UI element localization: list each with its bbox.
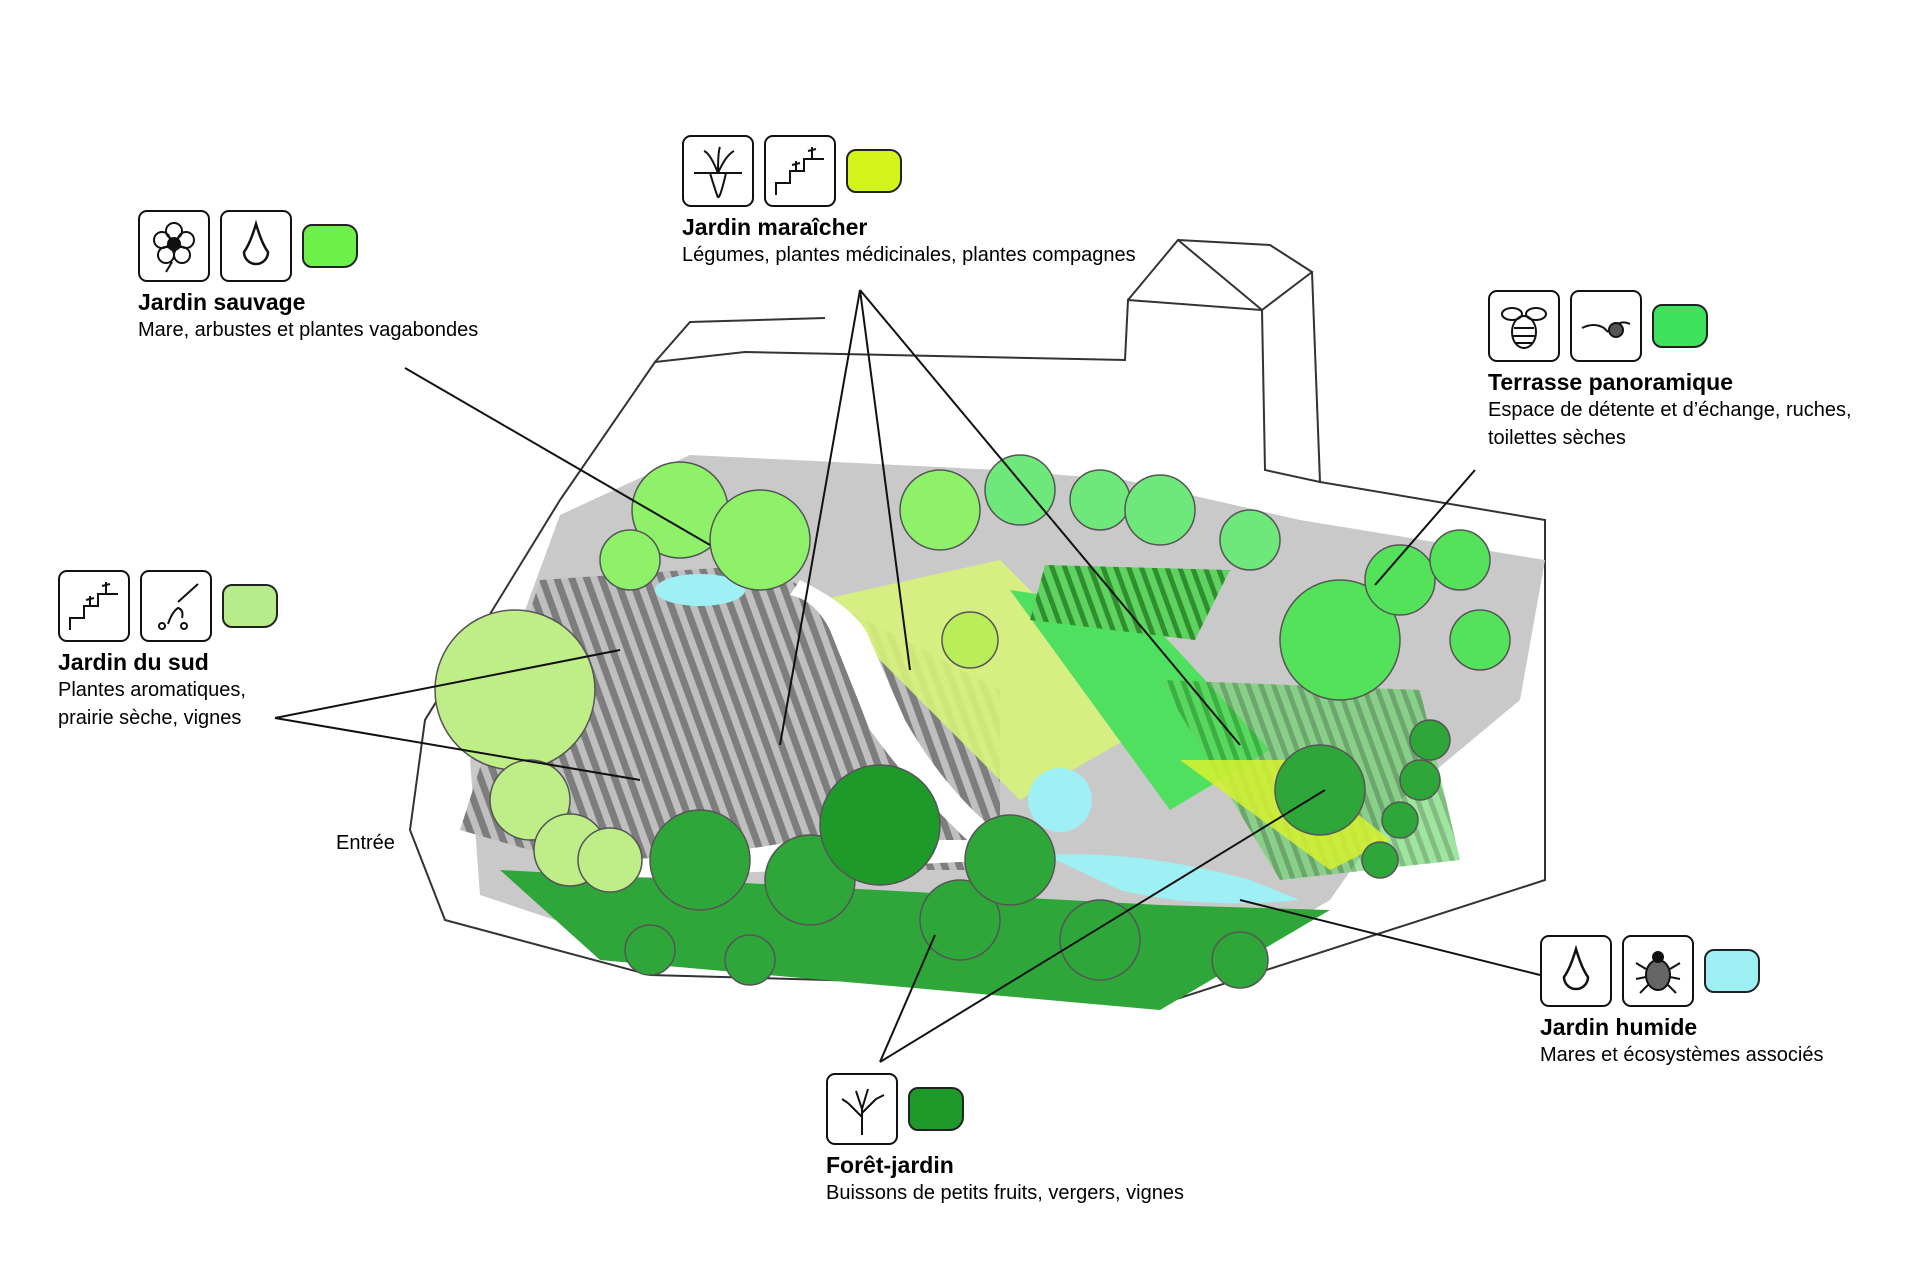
tree-canopy bbox=[964, 814, 1056, 906]
tree-icon bbox=[826, 1073, 898, 1145]
building-outline bbox=[408, 238, 1546, 1007]
zone-description: Légumes, plantes médicinales, plantes co… bbox=[682, 244, 1136, 266]
tree-canopy bbox=[724, 934, 776, 986]
vegetable-icon bbox=[682, 135, 754, 207]
zone-description: Mare, arbustes et plantes vagabondes bbox=[138, 319, 479, 341]
tree-canopy bbox=[919, 879, 1001, 961]
zone-description: toilettes sèches bbox=[1488, 427, 1626, 449]
tree-canopy bbox=[1279, 579, 1401, 701]
tree-canopy bbox=[1069, 469, 1131, 531]
tree-canopy bbox=[577, 827, 643, 893]
tree-canopies bbox=[434, 454, 1511, 989]
zone-jardin-maraicher: Jardin maraîcher Légumes, plantes médici… bbox=[682, 135, 1136, 269]
zone-color-swatch bbox=[908, 1087, 964, 1131]
zone-title: Jardin maraîcher bbox=[682, 214, 868, 240]
zone-color-swatch bbox=[222, 584, 278, 628]
tree-canopy bbox=[1124, 474, 1196, 546]
tree-canopy bbox=[1274, 744, 1366, 836]
tree-canopy bbox=[599, 529, 661, 591]
zone-title: Terrasse panoramique bbox=[1488, 369, 1734, 395]
zone-jardin-du-sud: Jardin du sud Plantes aromatiques, prair… bbox=[58, 570, 278, 732]
tree-canopy bbox=[1059, 899, 1141, 981]
water-drop-icon bbox=[220, 210, 292, 282]
zone-terrasse-panoramique: Terrasse panoramique Espace de détente e… bbox=[1488, 290, 1852, 452]
flower-icon bbox=[138, 210, 210, 282]
terrace-icon bbox=[764, 135, 836, 207]
zone-description: prairie sèche, vignes bbox=[58, 707, 242, 729]
beetle-icon bbox=[1622, 935, 1694, 1007]
tree-canopy bbox=[434, 609, 596, 771]
bee-icon bbox=[1488, 290, 1560, 362]
zone-jardin-humide: Jardin humide Mares et écosystèmes assoc… bbox=[1540, 935, 1823, 1069]
leader-lines bbox=[274, 289, 1541, 1063]
zone-title: Jardin du sud bbox=[58, 649, 209, 675]
zone-title: Jardin humide bbox=[1540, 1014, 1698, 1040]
zone-color-swatch bbox=[1652, 304, 1708, 348]
zone-title: Jardin sauvage bbox=[138, 289, 306, 315]
zone-color-swatch bbox=[1704, 949, 1760, 993]
zone-color-swatch bbox=[302, 224, 358, 268]
tree-canopy bbox=[649, 809, 751, 911]
terrace-icon bbox=[58, 570, 130, 642]
tree-canopy bbox=[984, 454, 1056, 526]
zone-jardin-sauvage: Jardin sauvage Mare, arbustes et plantes… bbox=[138, 210, 478, 344]
tree-canopy bbox=[1364, 544, 1436, 616]
tree-canopy bbox=[1449, 609, 1511, 671]
tree-canopy bbox=[709, 489, 811, 591]
zone-foret-jardin: Forêt-jardin Buissons de petits fruits, … bbox=[826, 1073, 1184, 1207]
tree-canopy bbox=[1211, 931, 1269, 989]
tree-canopy bbox=[1399, 759, 1441, 801]
tree-canopy bbox=[1381, 801, 1419, 839]
tree-canopy bbox=[1219, 509, 1281, 571]
water-drop-icon bbox=[1540, 935, 1612, 1007]
tree-canopy bbox=[1429, 529, 1491, 591]
tree-canopy bbox=[1409, 719, 1451, 761]
zone-color-swatch bbox=[846, 149, 902, 193]
tree-canopy bbox=[899, 469, 981, 551]
tree-canopy bbox=[941, 611, 999, 669]
entrance-label: Entrée bbox=[336, 832, 395, 854]
zone-description: Plantes aromatiques, bbox=[58, 679, 246, 701]
zone-description: Mares et écosystèmes associés bbox=[1540, 1044, 1824, 1066]
zone-title: Forêt-jardin bbox=[826, 1152, 954, 1178]
tree-canopy bbox=[624, 924, 676, 976]
tree-canopy bbox=[1361, 841, 1399, 879]
tree-canopy bbox=[819, 764, 941, 886]
zone-description: Espace de détente et d’échange, ruches, bbox=[1488, 399, 1852, 421]
hands-icon bbox=[1570, 290, 1642, 362]
planting-icon bbox=[140, 570, 212, 642]
zone-description: Buissons de petits fruits, vergers, vign… bbox=[826, 1182, 1184, 1204]
